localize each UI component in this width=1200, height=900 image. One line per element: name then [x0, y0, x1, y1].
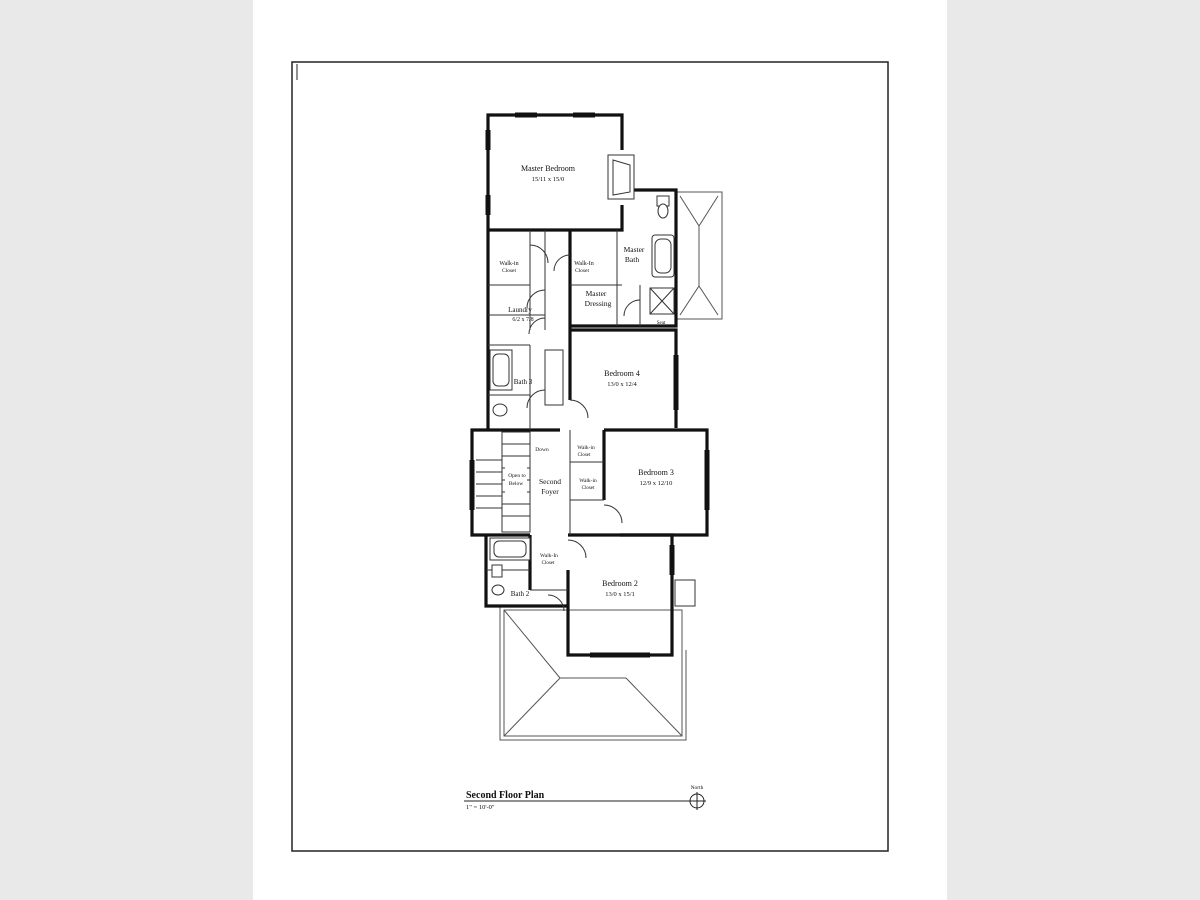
bedroom3-name: Bedroom 3 — [638, 468, 674, 477]
windows — [469, 112, 710, 658]
master-bedroom-dims: 15/11 x 15/0 — [532, 176, 565, 183]
walkin-right-line2: Closet — [575, 268, 590, 274]
north-label: North — [691, 785, 704, 791]
bedroom2-name: Bedroom 2 — [602, 579, 638, 588]
plan-sheet: Master Bedroom 15/11 x 15/0 Walk-in Clos… — [253, 0, 947, 900]
roof-outline-lower — [499, 606, 687, 741]
walkin-bath2-line1: Walk-In — [540, 553, 558, 559]
floor-plan-drawing: Master Bedroom 15/11 x 15/0 Walk-in Clos… — [291, 61, 889, 852]
second-foyer-line2: Foyer — [541, 487, 559, 496]
down-label: Down — [535, 447, 549, 453]
walkin-right-line1: Walk-In — [574, 261, 594, 267]
walkin-b3-top-line1: Walk-in — [577, 445, 595, 451]
walls — [470, 113, 709, 657]
bath2-label: Bath 2 — [511, 590, 530, 598]
master-bath-line2: Bath — [625, 255, 639, 264]
master-dressing-line2: Dressing — [585, 299, 612, 308]
door-swings — [526, 244, 641, 612]
bedroom4-name: Bedroom 4 — [604, 369, 640, 378]
walkin-b3-top-line2: Closet — [578, 453, 591, 458]
master-dressing-line1: Master — [586, 289, 607, 298]
plan-scale: 1" = 10'-0" — [466, 804, 495, 811]
north-arrow-icon — [688, 792, 706, 810]
master-bath-line1: Master — [624, 245, 645, 254]
plan-title: Second Floor Plan — [466, 790, 545, 801]
roof-outline-upper-right — [675, 191, 723, 320]
interior-partitions — [486, 230, 641, 591]
bath3-label: Bath 3 — [514, 378, 533, 386]
master-bedroom-name: Master Bedroom — [521, 164, 576, 173]
open-to-below-line2: Below — [509, 481, 523, 487]
walkin-left-line1: Walk-in — [499, 261, 518, 267]
bedroom3-dims: 12/9 x 12/10 — [640, 480, 673, 487]
walkin-b3-bottom-line1: Walk-in — [579, 478, 597, 484]
walkin-bath2-line2: Closet — [542, 561, 555, 566]
open-to-below-line1: Open to — [508, 473, 526, 479]
stair — [476, 431, 531, 533]
room-labels: Master Bedroom 15/11 x 15/0 Walk-in Clos… — [499, 164, 673, 598]
laundry-name: Laundry — [508, 306, 532, 314]
walkin-b3-bottom-line2: Closet — [582, 486, 595, 491]
sheet-border — [291, 61, 889, 852]
bedroom4-dims: 13/0 x 12/4 — [607, 381, 637, 388]
laundry-dims: 6/2 x 7/8 — [512, 317, 533, 323]
fixtures — [489, 154, 696, 607]
second-foyer-line1: Second — [539, 477, 561, 486]
walkin-left-line2: Closet — [502, 268, 517, 274]
bedroom2-dims: 13/0 x 15/1 — [605, 591, 635, 598]
seat-label: Seat — [657, 321, 666, 326]
title-block: Second Floor Plan 1" = 10'-0" North — [464, 785, 706, 811]
